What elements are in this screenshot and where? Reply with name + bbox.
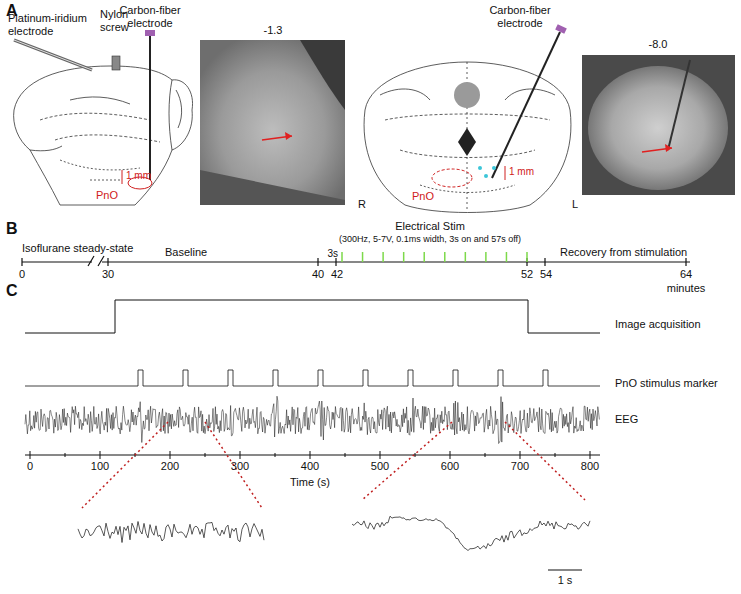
scale-label: 1 mm <box>126 170 151 182</box>
stim-pulse <box>341 252 343 262</box>
mri-coronal <box>582 55 735 195</box>
coordinate-label: -1.3 <box>264 24 283 37</box>
tick-label: 100 <box>91 460 109 473</box>
trace-label: EEG <box>615 413 638 426</box>
tick-label: 64 <box>680 268 692 281</box>
part-label: Carbon-fiber electrode <box>479 4 561 29</box>
phase-label: Electrical Stim <box>395 220 465 233</box>
phase-label: Recovery from stimulation <box>560 246 687 259</box>
tick-label: 200 <box>161 460 179 473</box>
axis-title: Time (s) <box>290 476 330 489</box>
tick-label: 0 <box>19 268 25 281</box>
coronal-markers <box>432 24 567 187</box>
eeg-insets <box>78 516 590 570</box>
duration-label: 3s <box>327 248 338 260</box>
stimulus-marker-trace <box>25 370 600 386</box>
tick-label: 52 <box>521 268 533 281</box>
part-label: Carbon-fiber electrode <box>109 4 191 29</box>
zoom-leaders <box>82 422 585 508</box>
stim-pulse <box>506 252 508 262</box>
trace-label: Image acquisition <box>615 318 701 331</box>
coordinate-label: -8.0 <box>649 38 668 51</box>
region-label: PnO <box>96 189 118 202</box>
acquisition-trace <box>25 300 600 333</box>
stim-pulse <box>403 252 405 262</box>
parameter-label: (300Hz, 5-7V, 0.1ms width, 3s on and 57s… <box>339 234 521 244</box>
stim-pulse <box>382 252 384 262</box>
stim-pulse <box>423 252 425 262</box>
eeg-trace <box>25 396 599 443</box>
scale-label: 1 s <box>558 574 573 587</box>
phase-label: Isoflurane steady-state <box>22 242 133 255</box>
tick-label: 600 <box>441 460 459 473</box>
electrodes-sagittal <box>14 30 155 189</box>
side-label: L <box>722 198 728 211</box>
stim-pulse <box>362 252 364 262</box>
scale-label: 1 mm <box>509 166 534 178</box>
stim-pulse <box>465 252 467 262</box>
panel-letter: B <box>6 220 18 238</box>
tick-label: 40 <box>312 268 324 281</box>
tick-label: 800 <box>581 460 599 473</box>
stim-pulse <box>444 252 446 262</box>
axis-unit: minutes <box>667 282 706 295</box>
tick-label: 300 <box>231 460 249 473</box>
side-label: L <box>572 198 578 211</box>
mri-sagittal <box>200 40 345 205</box>
tick-label: 0 <box>27 460 33 473</box>
region-label: PnO <box>412 190 434 203</box>
side-label: R <box>584 198 592 211</box>
coronal-section <box>364 62 571 213</box>
trace-label: PnO stimulus marker <box>615 377 718 390</box>
part-label: Platinum-iridium electrode <box>8 12 100 37</box>
phase-label: Baseline <box>165 246 207 259</box>
tick-label: 700 <box>511 460 529 473</box>
tick-label: 30 <box>102 268 114 281</box>
panel-letter: C <box>6 282 18 300</box>
tick-label: 54 <box>540 268 552 281</box>
tick-label: 500 <box>371 460 389 473</box>
stim-pulses <box>342 252 527 262</box>
tick-label: 400 <box>301 460 319 473</box>
tick-label: 42 <box>331 268 343 281</box>
stim-pulse <box>526 252 528 262</box>
stim-pulse <box>485 252 487 262</box>
sagittal-section <box>14 66 193 205</box>
time-axis <box>25 451 600 459</box>
side-label: R <box>358 198 366 211</box>
